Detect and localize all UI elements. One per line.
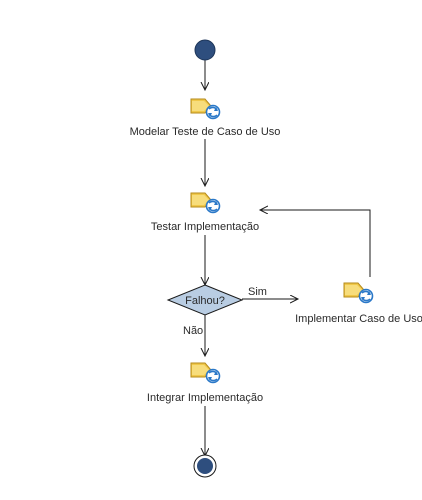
edges bbox=[205, 60, 371, 456]
activity-icon bbox=[190, 362, 221, 384]
activity-integrate[interactable]: Integrar Implementação bbox=[147, 362, 263, 404]
activity-test-impl[interactable]: Testar Implementação bbox=[151, 192, 259, 233]
edge-implement-loop bbox=[260, 210, 371, 277]
activity-icon bbox=[190, 98, 221, 120]
activity-label: Modelar Teste de Caso de Uso bbox=[130, 126, 281, 138]
activity-model-test[interactable]: Modelar Teste de Caso de Uso bbox=[130, 98, 281, 138]
edge-no-label: Não bbox=[183, 325, 203, 337]
decision-node[interactable]: Falhou? bbox=[166, 284, 244, 316]
activity-label: Implementar Caso de Uso bbox=[295, 313, 422, 325]
final-node bbox=[193, 454, 217, 478]
activity-implement[interactable]: Implementar Caso de Uso bbox=[295, 282, 422, 325]
decision-label: Falhou? bbox=[185, 295, 225, 307]
activity-icon bbox=[343, 282, 374, 304]
activity-label: Testar Implementação bbox=[151, 221, 259, 233]
activity-label: Integrar Implementação bbox=[147, 392, 263, 404]
edge-yes-label: Sim bbox=[248, 286, 267, 298]
activity-icon bbox=[190, 192, 221, 214]
initial-node bbox=[194, 39, 216, 61]
